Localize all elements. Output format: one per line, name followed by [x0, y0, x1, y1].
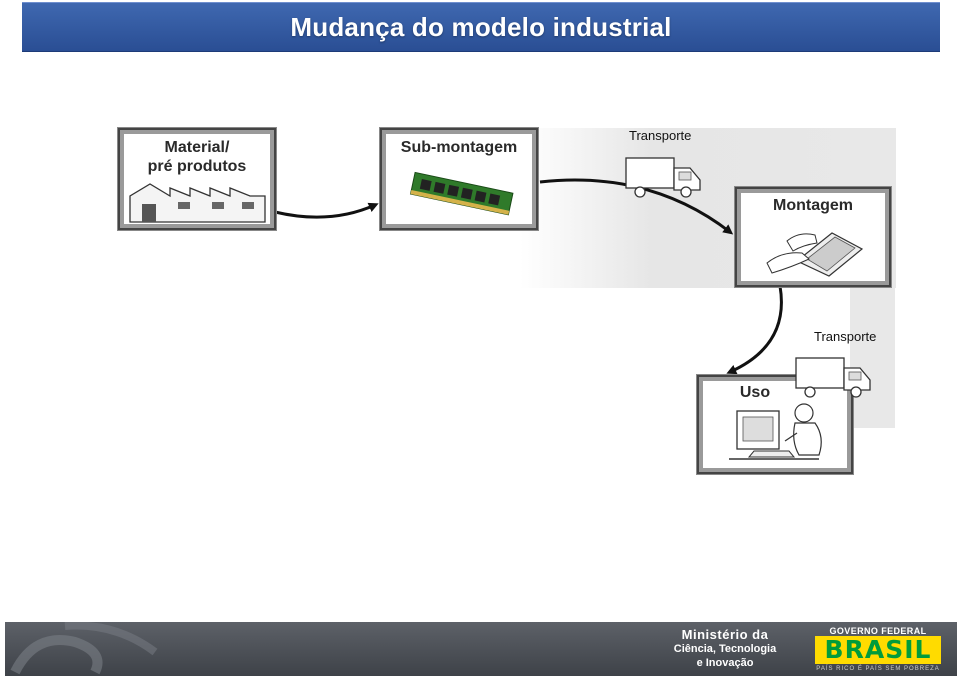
ministry-line1: Ministério da	[681, 627, 769, 642]
stage-material-label-line1: Material/	[164, 139, 230, 156]
stage-submontagem-label: Sub-montagem	[400, 139, 518, 156]
memory-module-icon	[409, 171, 514, 216]
title-bar: Mudança do modelo industrial	[22, 2, 940, 52]
transport-label-1: Transporte	[629, 128, 692, 143]
transport-label-2: Transporte	[814, 329, 877, 344]
stage-material-label-line2: pré produtos	[147, 158, 247, 175]
stage-uso: Uso	[697, 375, 853, 474]
stage-submontagem: Sub-montagem	[380, 128, 538, 230]
footer-bar: Ministério da Ciência, Tecnologia e Inov…	[5, 622, 957, 676]
decorative-swirl-icon	[10, 622, 158, 675]
stage-material-label: Material/ pré produtos	[120, 138, 274, 176]
brasil-wordmark: BRASIL	[815, 636, 941, 664]
stage-montagem-label: Montagem	[773, 197, 853, 214]
ministry-line3: e Inovação	[696, 657, 754, 669]
arrow-montagem-to-uso	[726, 285, 783, 375]
ministry-line2: Ciência, Tecnologia	[673, 643, 777, 655]
slide-title: Mudança do modelo industrial	[290, 11, 672, 42]
ministry-logo: Ministério da Ciência, Tecnologia e Inov…	[665, 628, 785, 670]
laptop-hands-icon	[766, 232, 864, 277]
truck-icon	[795, 357, 871, 398]
stage-material: Material/ pré produtos	[118, 128, 276, 230]
stage-uso-label: Uso	[739, 384, 771, 401]
governo-federal-logo: GOVERNO FEDERAL BRASIL PAÍS RICO É PAÍS …	[815, 626, 941, 674]
gov-line: GOVERNO FEDERAL	[829, 626, 927, 636]
truck-icon	[625, 157, 701, 198]
arrow-material-to-submontagem	[274, 202, 379, 219]
person-computer-icon	[729, 403, 822, 460]
gov-motto: PAÍS RICO É PAÍS SEM POBREZA	[816, 666, 940, 672]
stage-montagem: Montagem	[735, 187, 891, 287]
factory-icon	[129, 183, 266, 223]
